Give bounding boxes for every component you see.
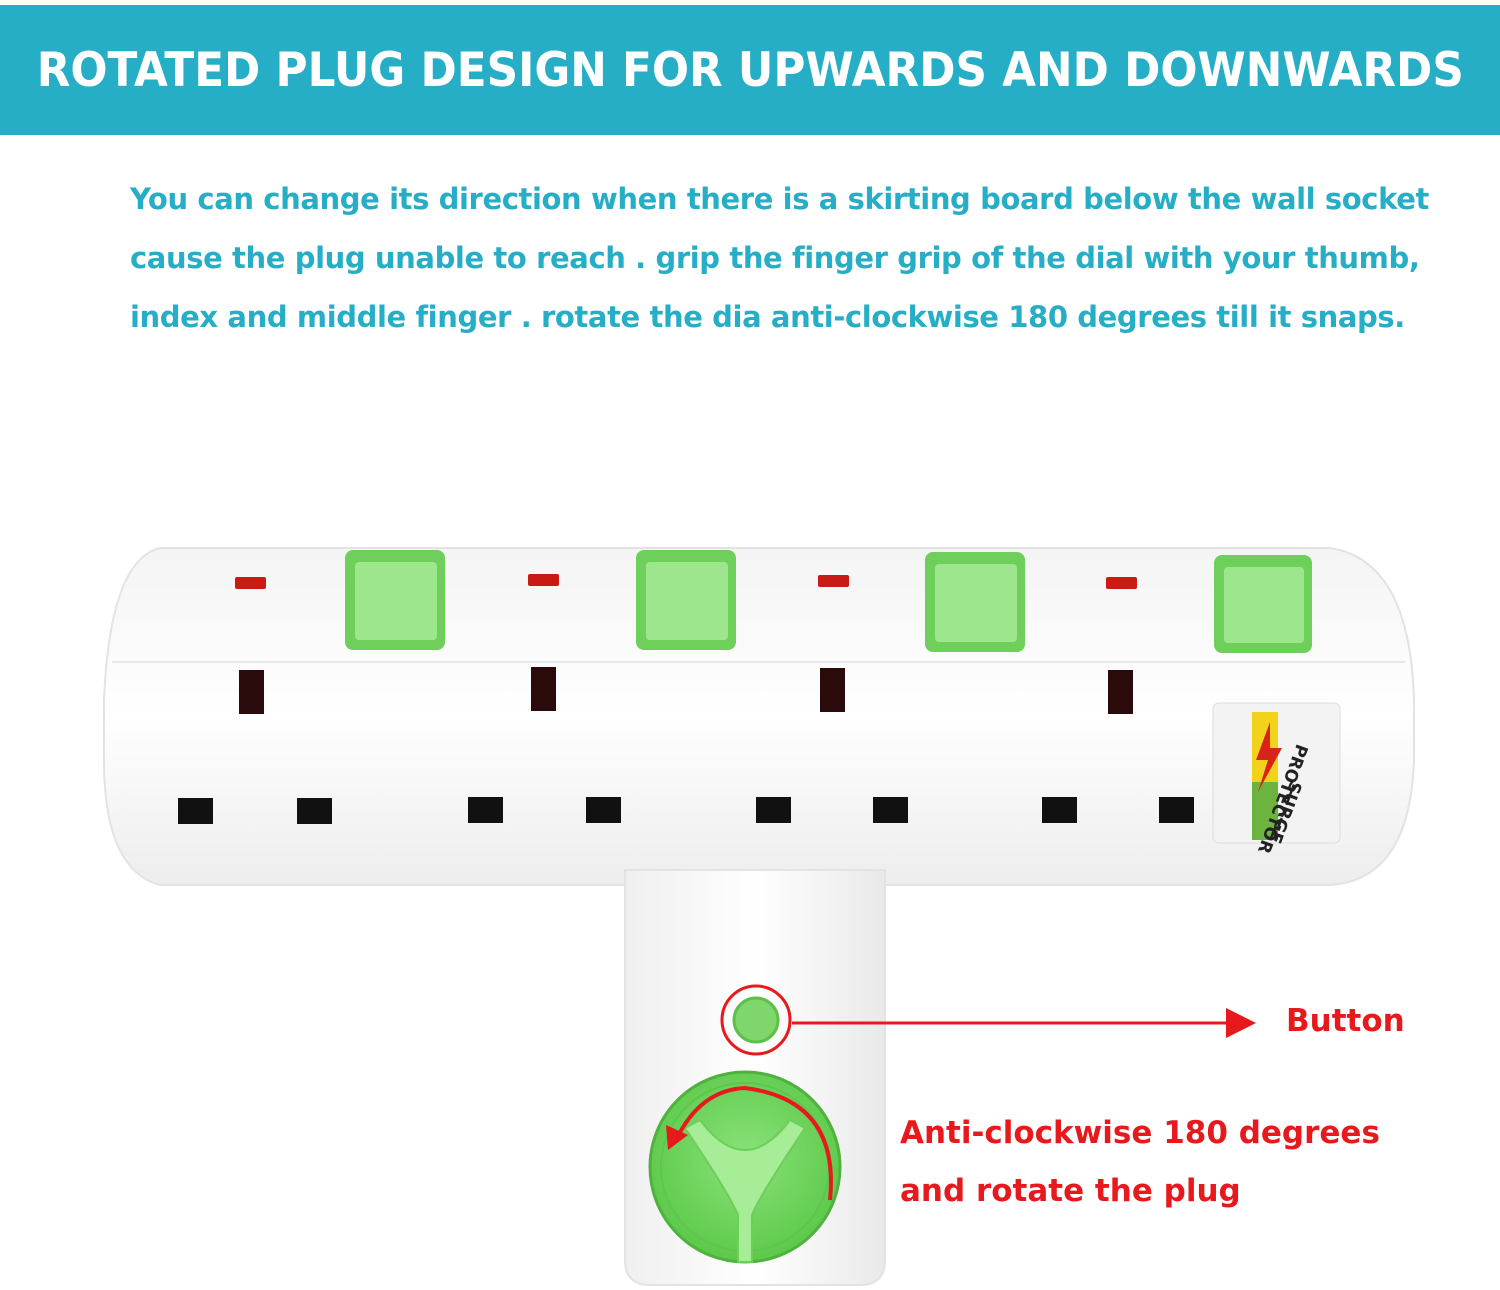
anti-clockwise-arrow-icon <box>666 1085 833 1201</box>
indicator-light-3 <box>818 575 849 587</box>
rotate-callout-line-1: Anti-clockwise 180 degrees <box>900 1115 1380 1151</box>
release-button[interactable] <box>720 984 792 1056</box>
switch-1[interactable] <box>345 550 445 650</box>
description-line-2: cause the plug unable to reach . grip th… <box>130 241 1420 275</box>
description-text: You can change its direction when there … <box>130 170 1460 347</box>
rotate-callout-label: Anti-clockwise 180 degrees and rotate th… <box>900 1104 1380 1220</box>
rotating-dial[interactable] <box>648 1070 842 1264</box>
button-callout-label: Button <box>1286 1003 1405 1039</box>
surge-protector-sticker: SURGE PROTECTOR <box>1212 702 1341 856</box>
switch-3[interactable] <box>925 552 1025 652</box>
socket-holes <box>178 797 1194 824</box>
description-line-3: index and middle finger . rotate the dia… <box>130 300 1405 334</box>
indicator-light-4 <box>1106 577 1137 589</box>
socket-earth-pin-4 <box>1108 670 1133 714</box>
rotate-callout-line-2: and rotate the plug <box>900 1173 1241 1209</box>
switch-4[interactable] <box>1214 555 1312 653</box>
indicator-light-2 <box>528 574 559 586</box>
socket-earth-pin-1 <box>239 670 264 714</box>
page-title: ROTATED PLUG DESIGN FOR UPWARDS AND DOWN… <box>36 42 1464 98</box>
socket-earth-pin-2 <box>531 667 556 711</box>
indicator-light-1 <box>235 577 266 589</box>
header-banner: ROTATED PLUG DESIGN FOR UPWARDS AND DOWN… <box>0 5 1500 135</box>
switch-2[interactable] <box>636 550 736 650</box>
description-line-1: You can change its direction when there … <box>130 182 1429 216</box>
socket-earth-pin-3 <box>820 668 845 712</box>
